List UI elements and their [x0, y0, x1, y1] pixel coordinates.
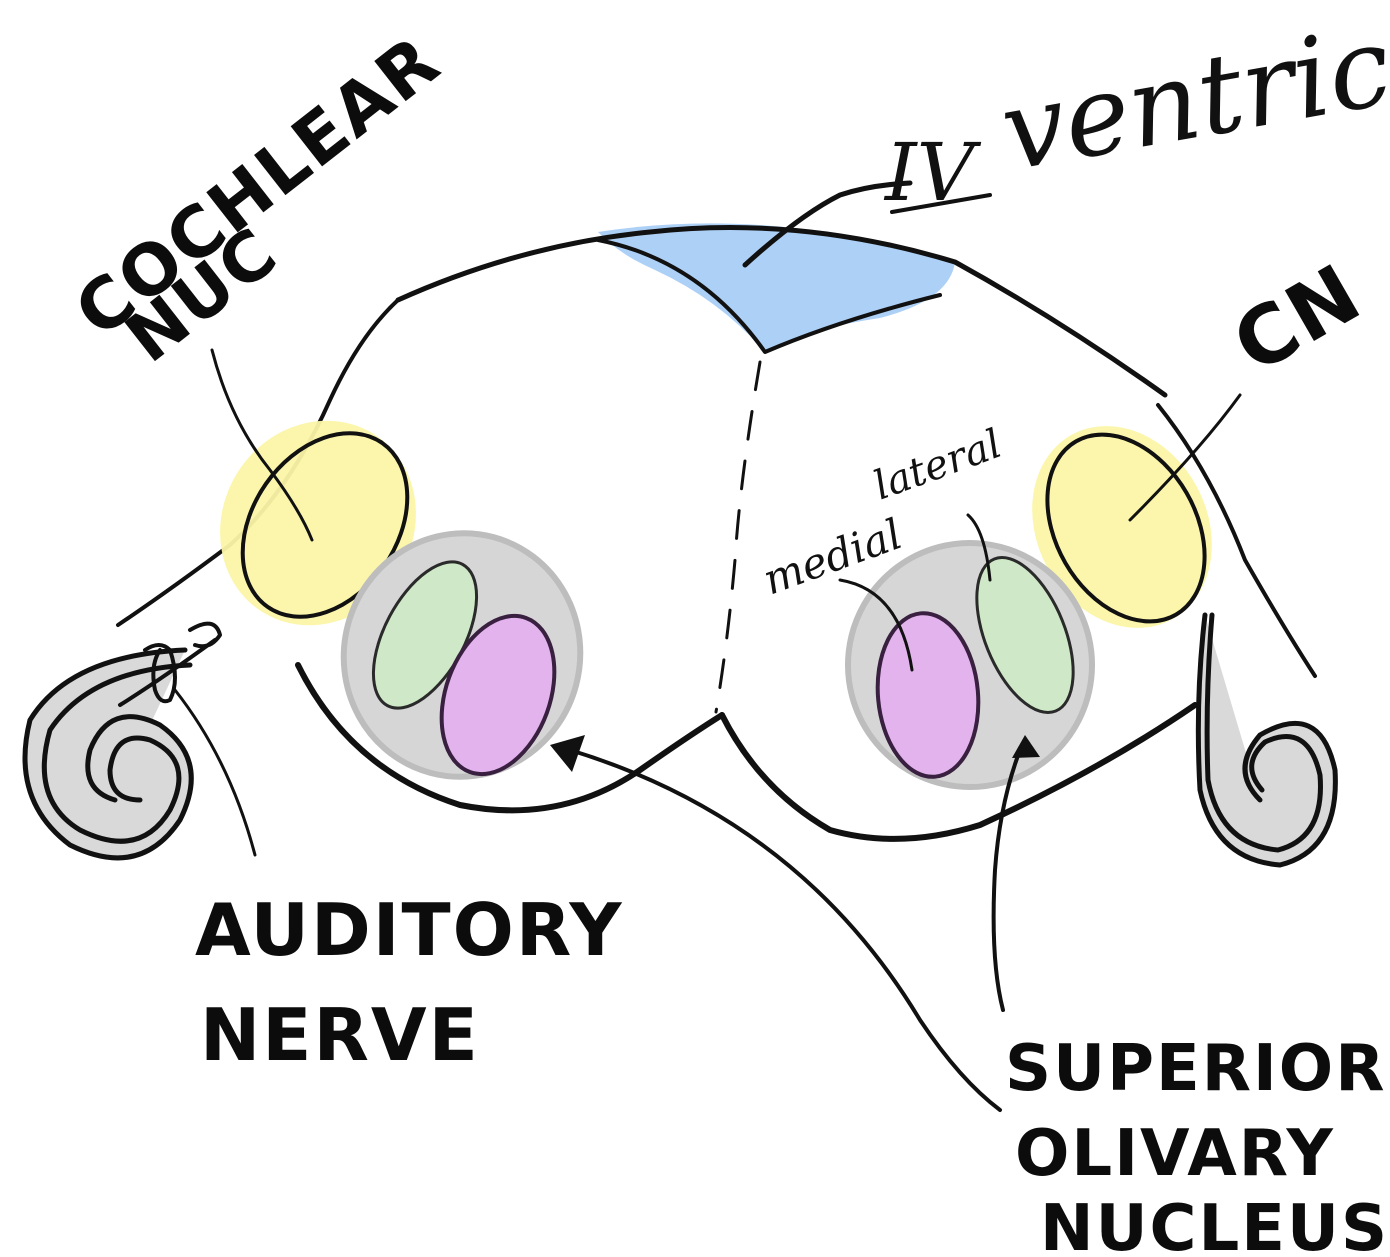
label-cn: CN: [1218, 246, 1377, 391]
label-auditory-line2: NERVE: [200, 993, 480, 1077]
label-lateral: lateral: [868, 421, 1008, 509]
label-son-line3: NUCLEUS: [1040, 1192, 1389, 1257]
fourth-ventricle: [598, 223, 955, 352]
label-son-line2: OLIVARY: [1015, 1117, 1335, 1191]
label-ventricle-word: ventricle: [992, 0, 1390, 196]
label-auditory-line1: AUDITORY: [195, 888, 624, 972]
midline: [716, 362, 760, 712]
label-son-line1: SUPERIOR: [1005, 1032, 1386, 1106]
arrow-son-left: [570, 750, 1000, 1110]
